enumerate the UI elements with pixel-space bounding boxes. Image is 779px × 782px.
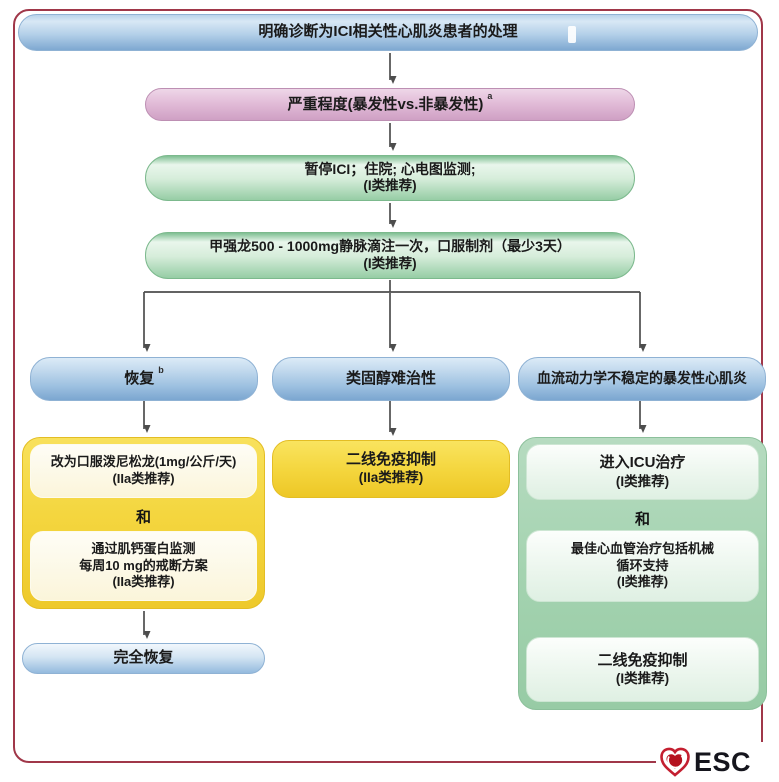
and-label-right: 和 [634,511,650,528]
step-cardiovascular-mcs-line3: (I类推荐) [616,574,669,590]
step-oral-prednisolone-line1: 改为口服泼尼松龙(1mg/公斤/天) [50,454,237,470]
recovery-footnote: b [158,365,164,376]
node-steroid-refractory: 类固醇难治性 [272,357,510,401]
step-weaning-regimen-line1: 通过肌钙蛋白监测 [91,540,196,556]
step-second-line-right-line2: (I类推荐) [615,671,670,687]
esc-text: ESC [694,746,752,777]
node-severity: 严重程度(暴发性vs.非暴发性)a [145,88,635,121]
node-severity-label: 严重程度(暴发性vs.非暴发性) [287,95,484,113]
node-diagnosis: 明确诊断为ICI相关性心肌炎患者的处理 [18,14,758,51]
step-oral-prednisolone: 改为口服泼尼松龙(1mg/公斤/天) (IIa类推荐) [30,444,257,498]
and-label-left: 和 [135,509,151,526]
node-hold-ici-line2: (I类推荐) [363,178,417,194]
node-diagnosis-label: 明确诊断为ICI相关性心肌炎患者的处理 [258,23,518,41]
esc-logo: ESC [656,742,764,782]
node-full-recovery-label: 完全恢复 [113,649,174,667]
node-hold-ici-line1: 暂停ICI；住院; 心电图监测; [304,160,476,177]
heart-icon [660,747,690,777]
step-icu-admission: 进入ICU治疗 (I类推荐) [526,444,759,500]
node-full-recovery: 完全恢复 [22,643,265,674]
node-steroid-refractory-label: 类固醇难治性 [345,369,436,387]
step-weaning-regimen: 通过肌钙蛋白监测 每周10 mg的戒断方案 (IIa类推荐) [30,531,257,601]
step-weaning-regimen-line2: 每周10 mg的戒断方案 [79,557,208,573]
step-icu-admission-line1: 进入ICU治疗 [599,454,686,472]
node-second-line-mid-line1: 二线免疫抑制 [345,451,436,469]
node-second-line-mid-line2: (IIa类推荐) [358,469,424,485]
step-cardiovascular-mcs-line2: 循环支持 [616,557,669,573]
node-hemodynamically-unstable: 血流动力学不稳定的暴发性心肌炎 [518,357,766,401]
step-second-line-right-line1: 二线免疫抑制 [597,651,688,669]
step-icu-admission-line2: (I类推荐) [615,473,670,489]
node-recovery-label: 恢复 [124,370,155,388]
step-cardiovascular-mcs: 最佳心血管治疗包括机械 循环支持 (I类推荐) [526,530,759,602]
node-methylprednisolone-line1: 甲强龙500 - 1000mg静脉滴注一次，口服制剂（最少3天） [209,238,571,255]
node-methylprednisolone: 甲强龙500 - 1000mg静脉滴注一次，口服制剂（最少3天） (I类推荐) [145,232,635,279]
step-weaning-regimen-line3: (IIa类推荐) [112,574,175,590]
node-hemodynamically-unstable-label: 血流动力学不稳定的暴发性心肌炎 [537,370,747,387]
node-methylprednisolone-line2: (I类推荐) [363,255,417,271]
node-hold-ici: 暂停ICI；住院; 心电图监测; (I类推荐) [145,155,635,201]
step-oral-prednisolone-line2: (IIa类推荐) [112,471,175,486]
node-second-line-immunosuppression-mid: 二线免疫抑制 (IIa类推荐) [272,440,510,498]
step-second-line-immunosuppression-right: 二线免疫抑制 (I类推荐) [526,637,759,702]
cursor-artifact [568,26,576,43]
severity-footnote: a [487,90,493,101]
step-cardiovascular-mcs-line1: 最佳心血管治疗包括机械 [570,540,714,556]
